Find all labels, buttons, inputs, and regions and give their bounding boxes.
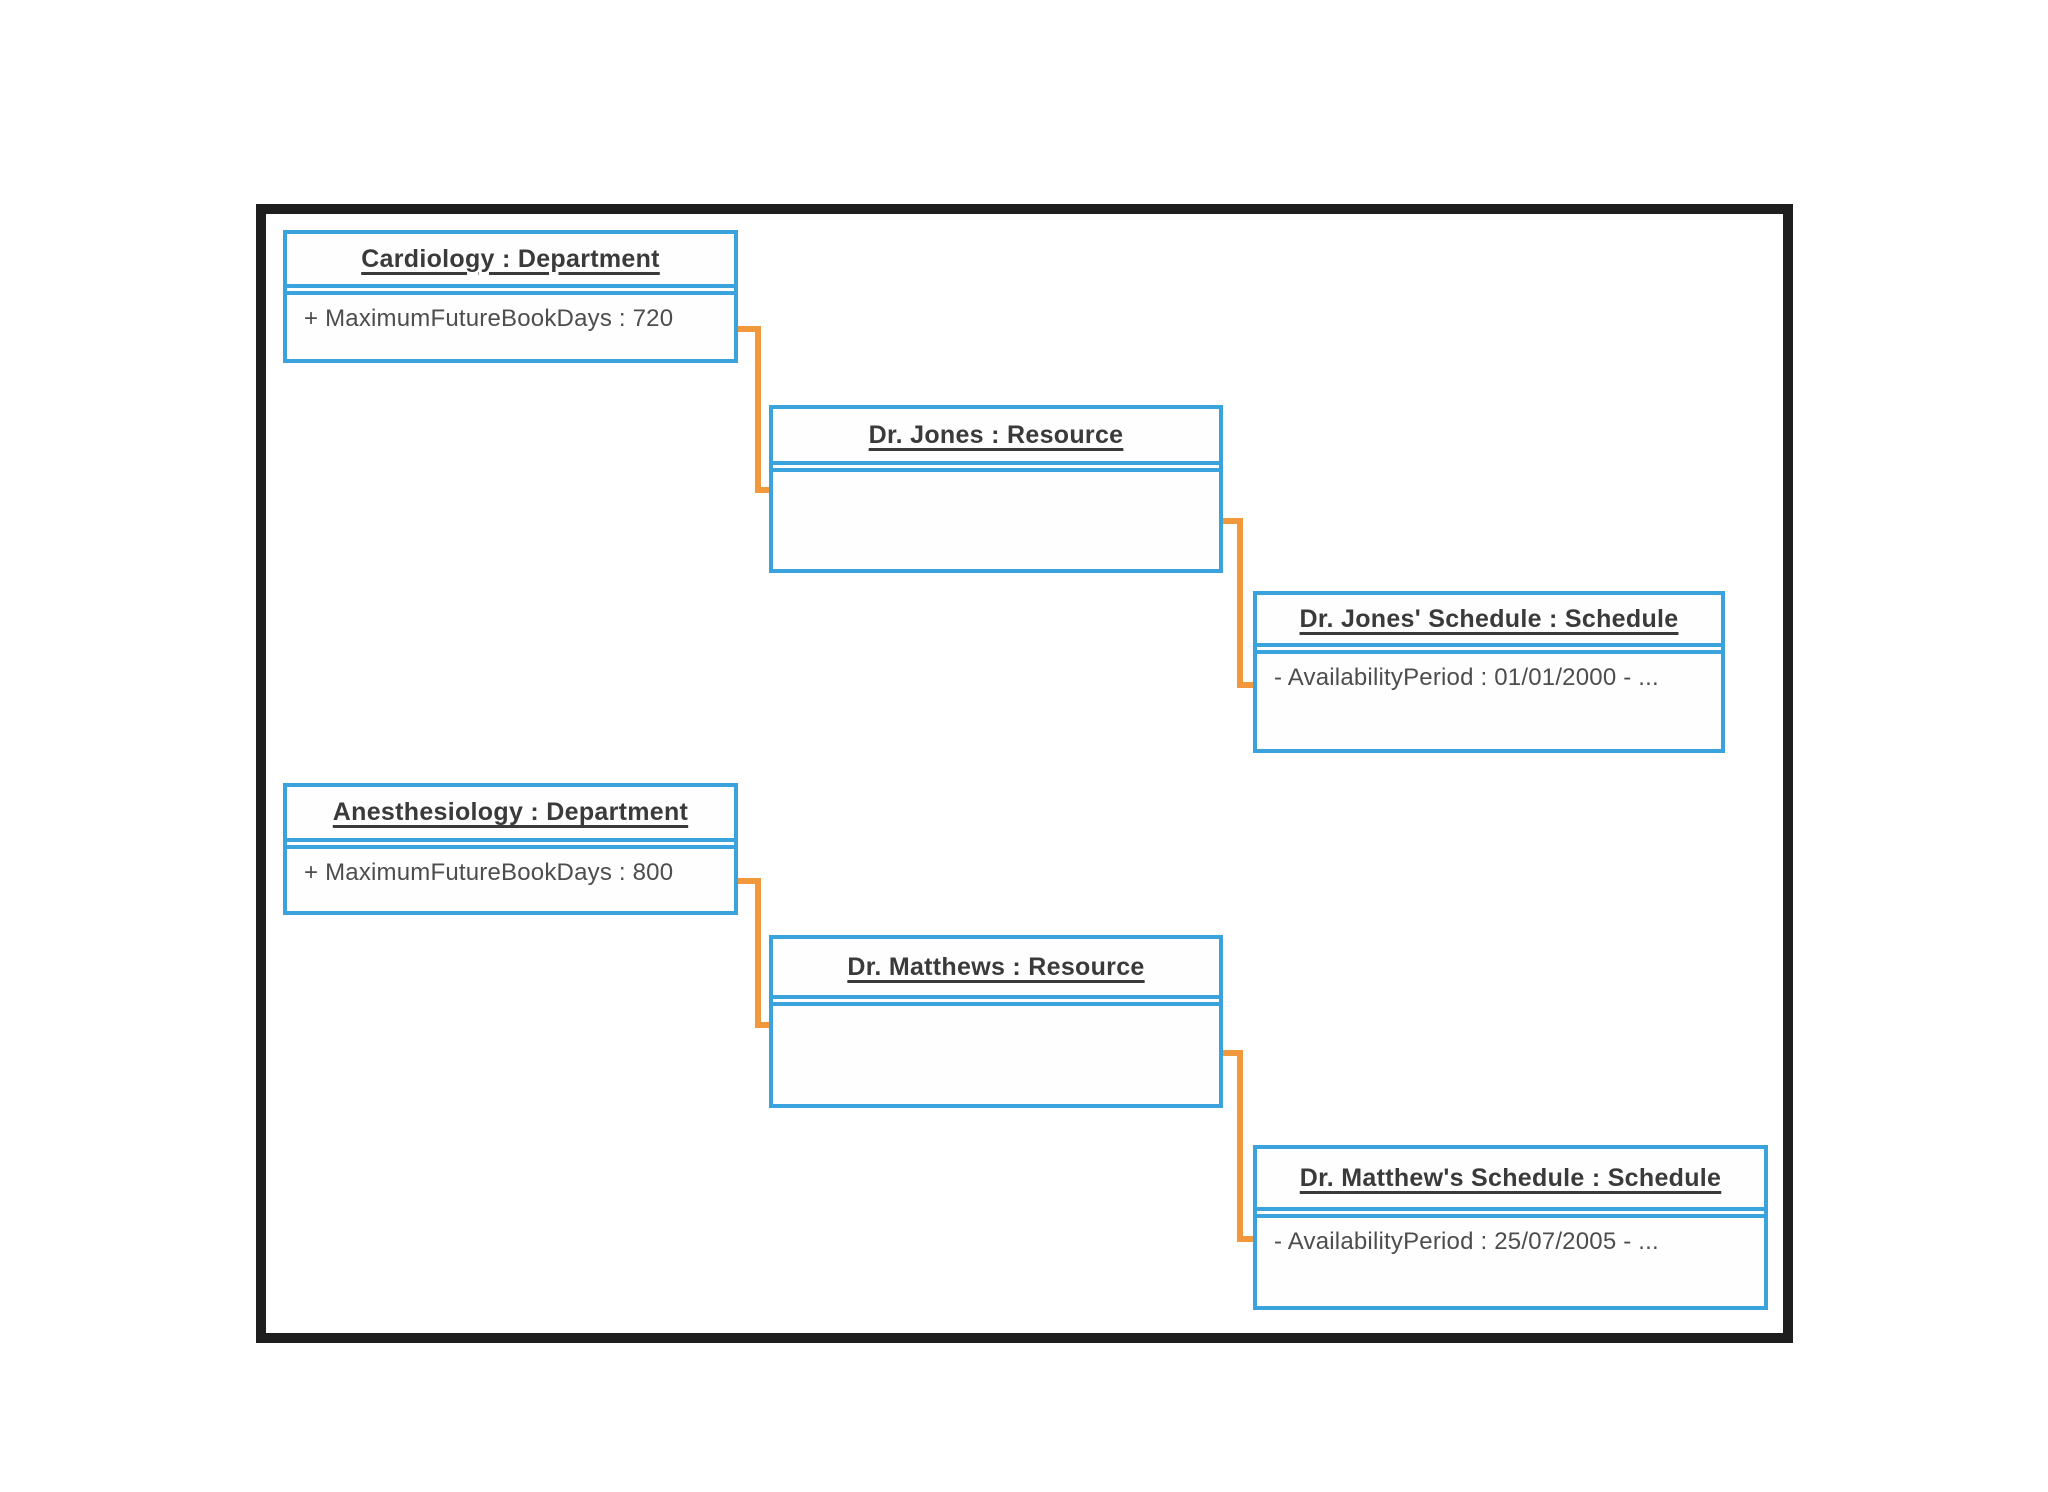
object-title: Anesthesiology : Department <box>332 798 689 826</box>
object-header: Dr. Matthew's Schedule : Schedule <box>1257 1149 1764 1211</box>
object-node-dr-jones-schedule[interactable]: Dr. Jones' Schedule : Schedule - Availab… <box>1253 591 1725 753</box>
object-title: Dr. Matthew's Schedule : Schedule <box>1299 1163 1722 1192</box>
object-header: Dr. Jones : Resource <box>773 409 1219 465</box>
object-attribute: - AvailabilityPeriod : 25/07/2005 - ... <box>1274 1228 1659 1255</box>
object-attributes: - AvailabilityPeriod : 01/01/2000 - ... <box>1257 650 1721 749</box>
object-attribute: - AvailabilityPeriod : 01/01/2000 - ... <box>1274 664 1659 691</box>
object-attributes: + MaximumFutureBookDays : 720 <box>287 291 734 359</box>
object-attributes: - AvailabilityPeriod : 25/07/2005 - ... <box>1257 1214 1764 1306</box>
object-node-dr-matthews[interactable]: Dr. Matthews : Resource <box>769 935 1223 1108</box>
object-node-dr-jones[interactable]: Dr. Jones : Resource <box>769 405 1223 573</box>
object-header: Dr. Matthews : Resource <box>773 939 1219 999</box>
object-title: Dr. Jones : Resource <box>868 420 1124 449</box>
object-attributes <box>773 1002 1219 1104</box>
diagram-frame <box>256 204 1793 1343</box>
object-title: Cardiology : Department <box>361 244 660 273</box>
object-node-cardiology[interactable]: Cardiology : Department + MaximumFutureB… <box>283 230 738 363</box>
object-header: Anesthesiology : Department <box>287 787 734 842</box>
object-attributes <box>773 468 1219 569</box>
object-title: Dr. Matthews : Resource <box>847 952 1145 981</box>
object-attribute: + MaximumFutureBookDays : 720 <box>304 305 674 332</box>
object-node-anesthesiology[interactable]: Anesthesiology : Department + MaximumFut… <box>283 783 738 915</box>
object-header: Cardiology : Department <box>287 234 734 288</box>
object-attribute: + MaximumFutureBookDays : 800 <box>304 859 674 886</box>
object-header: Dr. Jones' Schedule : Schedule <box>1257 595 1721 647</box>
object-node-dr-matthews-schedule[interactable]: Dr. Matthew's Schedule : Schedule - Avai… <box>1253 1145 1768 1310</box>
object-title: Dr. Jones' Schedule : Schedule <box>1299 604 1679 633</box>
object-attributes: + MaximumFutureBookDays : 800 <box>287 845 734 911</box>
